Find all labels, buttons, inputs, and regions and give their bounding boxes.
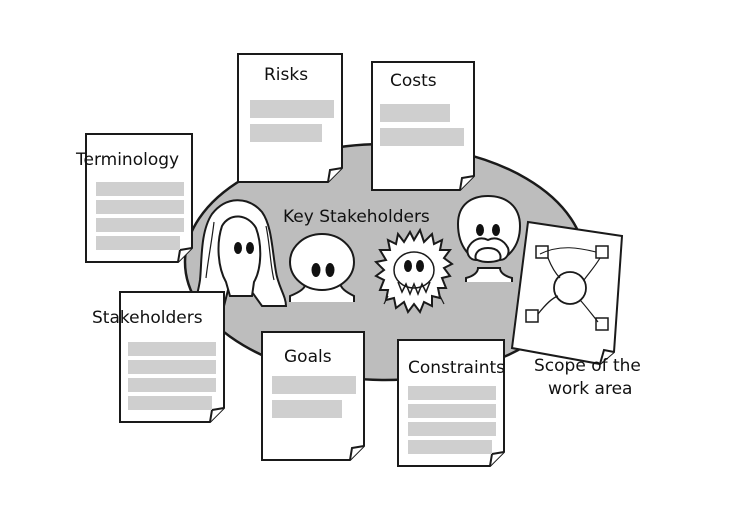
scope-label-line1: Scope of the (534, 356, 641, 376)
bearded-person-icon (373, 227, 454, 315)
bald-person-icon (289, 233, 355, 302)
costs-document (371, 61, 475, 191)
constraints-title: Constraints (408, 358, 505, 378)
costs-title: Costs (390, 71, 437, 91)
scope-label-line2: work area (548, 379, 632, 399)
stakeholders-document (119, 291, 225, 423)
mustache-person-icon (456, 194, 522, 282)
key-stakeholders-label: Key Stakeholders (283, 207, 430, 227)
scope-context-diagram (510, 220, 624, 366)
terminology-document (85, 133, 193, 263)
goals-title: Goals (284, 347, 332, 367)
terminology-title: Terminology (75, 150, 179, 170)
constraints-document (397, 339, 505, 467)
risks-document (237, 53, 343, 183)
goals-document (261, 331, 365, 461)
risks-title: Risks (264, 65, 308, 85)
stakeholders-title: Stakeholders (92, 308, 203, 328)
long-hair-person-icon (194, 199, 288, 310)
